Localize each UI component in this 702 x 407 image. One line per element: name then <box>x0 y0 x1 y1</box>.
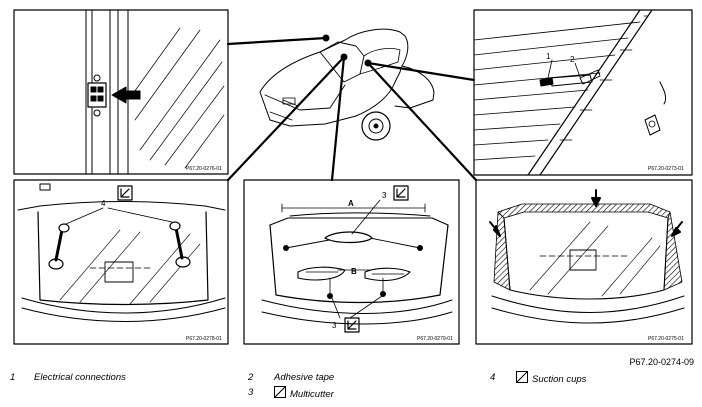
legend-number: 4 <box>490 372 496 383</box>
arrow-icon <box>671 221 683 237</box>
callout-3-top: 3 <box>382 191 387 200</box>
suction-cup-left <box>48 223 70 270</box>
multicutter-symbol-icon <box>344 317 360 333</box>
suction-cup-right <box>169 221 191 268</box>
multicutter-tool <box>324 231 373 244</box>
legend-label: Adhesive tape <box>274 372 335 383</box>
panel-code-bottom-right: P67.20-0275-01 <box>648 336 684 342</box>
callout-3-bottom: 3 <box>332 321 337 330</box>
legend-number: 1 <box>10 372 16 383</box>
multicutter-symbol-icon <box>516 371 528 383</box>
legend-label: Suction cups <box>532 374 587 385</box>
car-illustration <box>259 28 435 141</box>
leader-lines <box>226 36 478 182</box>
arrow-icon <box>489 221 501 237</box>
callout-4: 4 <box>101 199 106 208</box>
multicutter-symbol-icon <box>274 386 286 398</box>
panel-top-left: P67.20-0276-01 <box>13 9 229 175</box>
callout-1: 1 <box>546 52 551 61</box>
multicutter-symbol-icon <box>117 185 133 201</box>
panel-top-right: 1 2 P67.20-0273-01 <box>473 9 693 176</box>
panel-code-top-left: P67.20-0276-01 <box>186 166 222 172</box>
legend-label: Multicutter <box>290 389 334 400</box>
panel-bottom-center: A B 3 3 P67.20-0279-01 <box>243 179 460 345</box>
multicutter-symbol-icon <box>393 185 409 201</box>
panel-code-top-right: P67.20-0273-01 <box>648 166 684 172</box>
panel-code-bottom-center: P67.20-0279-01 <box>417 336 453 342</box>
callout-2: 2 <box>570 55 575 64</box>
arrow-down-icon <box>591 189 601 207</box>
diagram-figure: P67.20-0276-01 1 2 P67.20-0273-01 <box>13 9 693 345</box>
callout-a: A <box>348 199 354 208</box>
arrow-icon <box>111 86 141 104</box>
adhesive-tape <box>549 74 593 87</box>
panel-code-bottom-left: P67.20-0278-01 <box>186 336 222 342</box>
panel-bottom-right: P67.20-0275-01 <box>475 179 693 345</box>
legend-number: 3 <box>248 387 254 398</box>
figure-reference: P67.20-0274-09 <box>629 357 694 367</box>
legend-number: 2 <box>248 372 254 383</box>
legend-label: Electrical connections <box>34 372 126 383</box>
callout-b: B <box>351 267 357 276</box>
panel-bottom-left: 4 P67.20-0278-01 <box>13 179 229 345</box>
electrical-connector <box>87 74 107 117</box>
